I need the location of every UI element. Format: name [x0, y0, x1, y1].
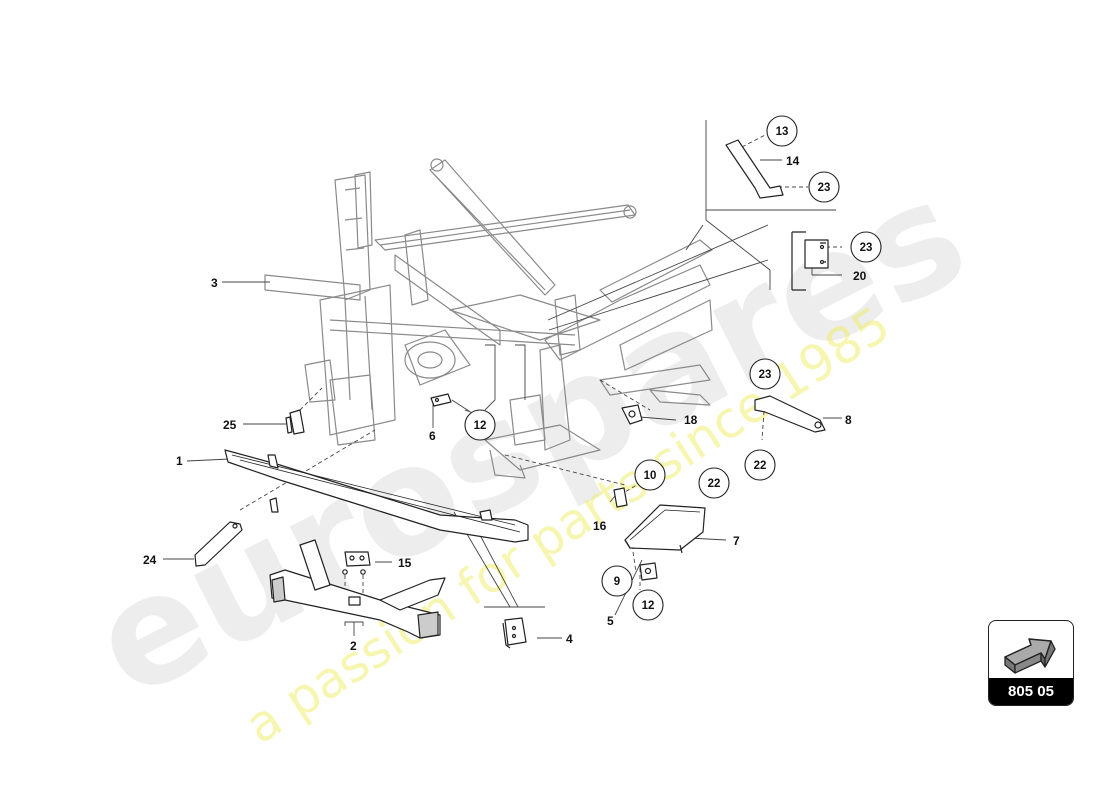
label-24: 24: [143, 553, 157, 567]
label-5: 5: [607, 614, 614, 628]
part-15-block: [344, 551, 371, 567]
part-6-clip: [430, 393, 452, 407]
label-15: 15: [398, 556, 412, 570]
svg-text:9: 9: [614, 576, 620, 588]
label-16: 16: [593, 519, 607, 533]
circle-22-tray: 22: [698, 467, 730, 499]
part-24-strip: [194, 521, 243, 567]
part-20-plate: [804, 239, 829, 269]
label-7: 7: [733, 534, 740, 548]
label-4: 4: [566, 632, 573, 646]
circle-23-mid: 23: [850, 231, 882, 263]
svg-text:22: 22: [754, 460, 767, 472]
part-8-arm: [754, 395, 826, 433]
parts: [194, 139, 829, 649]
part-labels: 1 2 3 4 5 6 7 8 14 15 16 18 20 24 25: [143, 154, 867, 653]
label-20: 20: [853, 269, 867, 283]
circled-labels: 13 23 23 23 12 10 22 22 9 12: [464, 115, 882, 621]
part-1-beam: [224, 449, 529, 543]
circle-12-center: 12: [464, 409, 496, 441]
svg-text:12: 12: [642, 600, 655, 612]
part-14-strut: [725, 139, 784, 199]
label-25: 25: [223, 418, 237, 432]
arrow-icon: [989, 621, 1073, 679]
circle-13: 13: [766, 115, 798, 147]
part-16-clip: [613, 487, 628, 508]
svg-text:23: 23: [860, 242, 873, 254]
circle-10: 10: [634, 459, 666, 491]
label-8: 8: [845, 413, 852, 427]
svg-text:22: 22: [708, 478, 721, 490]
diagram-reference-badge: 805 05: [988, 620, 1074, 706]
diagram-code: 805 05: [989, 678, 1073, 705]
svg-text:10: 10: [644, 470, 657, 482]
leader-lines: [163, 120, 842, 639]
svg-text:13: 13: [776, 126, 789, 138]
label-14: 14: [786, 154, 800, 168]
svg-text:23: 23: [759, 369, 772, 381]
part-4-bracket: [504, 617, 527, 646]
label-6: 6: [429, 429, 436, 443]
chassis-frame: [264, 158, 713, 479]
label-2: 2: [350, 639, 357, 653]
svg-text:12: 12: [474, 420, 487, 432]
circle-22-arm: 22: [744, 449, 776, 481]
circle-23-right: 23: [749, 358, 781, 390]
watermark: eurospares a passion for parts since 198…: [67, 146, 991, 755]
label-1: 1: [176, 454, 183, 468]
circle-12-lower: 12: [632, 589, 664, 621]
circle-23-top: 23: [808, 171, 840, 203]
label-3: 3: [211, 276, 218, 290]
part-25-bracket: [289, 409, 305, 435]
label-18: 18: [684, 413, 698, 427]
circle-9: 9: [601, 565, 633, 597]
watermark-brand: eurospares: [67, 146, 991, 732]
svg-text:23: 23: [818, 182, 831, 194]
